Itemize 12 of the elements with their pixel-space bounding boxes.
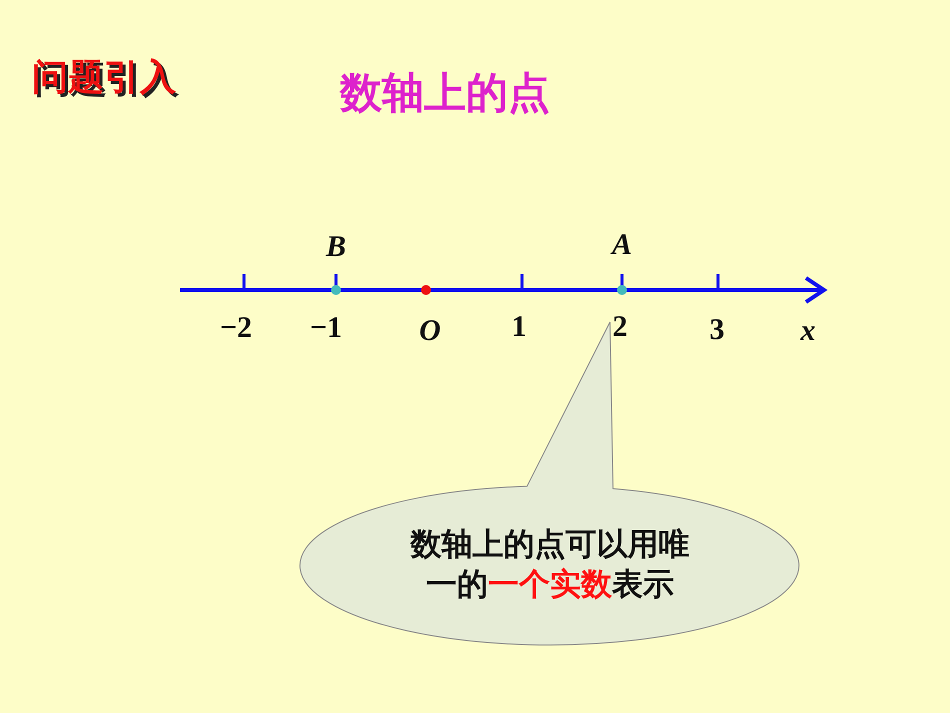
tick-label: 3	[710, 315, 724, 345]
point-label: A	[612, 230, 632, 260]
section-heading: 问题引入	[32, 58, 176, 98]
tick-label: −1	[310, 313, 342, 343]
axis-label: x	[800, 316, 816, 346]
tick-label: 2	[612, 312, 628, 342]
tick-label: O	[419, 316, 441, 346]
tick-label: −2	[220, 313, 252, 343]
point-label: B	[326, 232, 346, 262]
callout-text: 数轴上的点可以用唯一的一个实数表示	[409, 526, 690, 604]
tick-label: 1	[512, 312, 526, 342]
slide-title: 数轴上的点	[338, 70, 551, 116]
